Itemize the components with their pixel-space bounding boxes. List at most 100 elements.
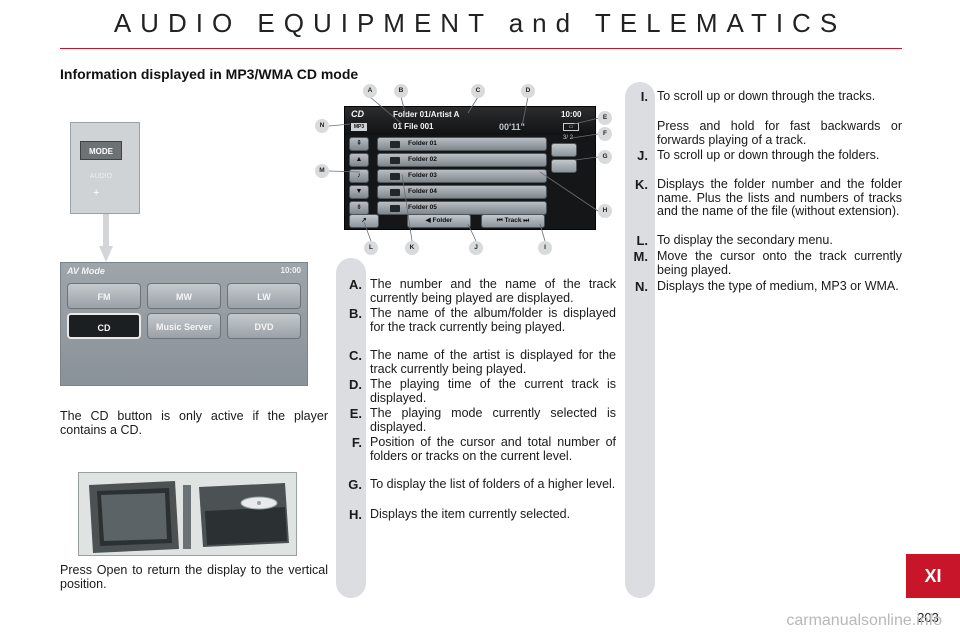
folder-icon bbox=[390, 157, 400, 164]
item-text: The playing time of the current track is… bbox=[370, 377, 616, 405]
diagram-folder-button: ◀ Folder bbox=[407, 214, 471, 228]
chapter-tab: XI bbox=[906, 554, 960, 598]
item-text: To display the secondary menu. bbox=[657, 233, 833, 247]
marker-l: L bbox=[364, 241, 378, 255]
item-key: J. bbox=[637, 148, 648, 163]
marker-n: N bbox=[315, 119, 329, 133]
diagram-position: 3/ 2 bbox=[563, 135, 574, 141]
item-text: The name of the artist is displayed for … bbox=[370, 348, 616, 376]
list-item: I. To scroll up or down through the track… bbox=[628, 89, 902, 104]
diagram-upper-level-icon bbox=[551, 143, 577, 157]
list-item: J.To scroll up or down through the folde… bbox=[628, 148, 902, 163]
av-dvd-button: DVD bbox=[227, 313, 301, 339]
item-key: E. bbox=[349, 406, 362, 421]
marker-a: A bbox=[363, 84, 377, 98]
open-caption: Press Open to return the display to the … bbox=[60, 563, 328, 591]
diagram-row: Folder 02 bbox=[377, 153, 547, 167]
head-unit-illustration bbox=[79, 473, 296, 555]
list-item: F. Position of the cursor and total numbe… bbox=[340, 435, 616, 463]
list-item: E. The playing mode currently selected is… bbox=[340, 406, 616, 434]
diagram-source-label: CD bbox=[351, 109, 364, 119]
marker-g: G bbox=[598, 150, 612, 164]
diagram-header-bar: CD MP3 Folder 01/Artist A 01 File 001 10… bbox=[345, 107, 595, 135]
diagram-row-label: Folder 03 bbox=[408, 172, 437, 179]
marker-e: E bbox=[598, 111, 612, 125]
page-title: AUDIO EQUIPMENT and TELEMATICS bbox=[113, 8, 847, 38]
list-item: N. Displays the type of medium, MP3 or WM… bbox=[628, 279, 902, 294]
av-cd-button: CD bbox=[67, 313, 141, 339]
head-unit-photo bbox=[78, 472, 297, 556]
marker-h: H bbox=[598, 204, 612, 218]
av-music-server-button: Music Server bbox=[147, 313, 221, 339]
item-key: M. bbox=[633, 249, 648, 264]
track-button-label: Track bbox=[504, 217, 522, 224]
folder-button-label: Folder bbox=[432, 217, 453, 224]
list-item: K.Displays the folder number and the fol… bbox=[628, 177, 902, 219]
plus-icon: + bbox=[93, 187, 100, 199]
marker-m: M bbox=[315, 164, 329, 178]
diagram-row: Folder 04 bbox=[377, 185, 547, 199]
left-list-bar bbox=[336, 258, 366, 598]
diagram-file-name: 01 File 001 bbox=[393, 122, 434, 131]
av-fm-button: FM bbox=[67, 283, 141, 309]
av-lw-button: LW bbox=[227, 283, 301, 309]
diagram-folder-up-icon: ⇞ bbox=[349, 137, 369, 151]
diagram-folder-down-icon: ⇟ bbox=[349, 201, 369, 215]
diagram-media-label: MP3 bbox=[351, 123, 367, 131]
item-text: The number and the name of the track cur… bbox=[370, 277, 616, 305]
item-key: I. bbox=[640, 89, 648, 104]
section-heading: Information displayed in MP3/WMA CD mode bbox=[60, 66, 359, 82]
diagram-row: Folder 03 bbox=[377, 169, 547, 183]
list-item: H.Displays the item currently selected. bbox=[340, 507, 616, 522]
right-list-bar bbox=[625, 82, 655, 598]
item-key: N. bbox=[635, 279, 648, 294]
item-text: Move the cursor onto the track currently… bbox=[657, 249, 902, 277]
list-item: C.The name of the artist is displayed fo… bbox=[340, 348, 616, 376]
diagram-mode-icon: ▭ bbox=[563, 123, 579, 131]
down-arrow-icon bbox=[99, 214, 113, 262]
item-text: The name of the album/folder is displaye… bbox=[370, 306, 616, 334]
mode-button: MODE bbox=[80, 141, 122, 160]
diagram-menu-icon: ↗ bbox=[349, 214, 379, 228]
av-mw-button: MW bbox=[147, 283, 221, 309]
track-back-icon: ⏮ bbox=[496, 217, 505, 224]
item-key: A. bbox=[349, 277, 362, 292]
item-text: To display the list of folders of a high… bbox=[370, 477, 616, 491]
folder-icon bbox=[390, 141, 400, 148]
audio-button: AUDIO bbox=[89, 173, 113, 180]
marker-c: C bbox=[471, 84, 485, 98]
item-text: To scroll up or down through the tracks. bbox=[657, 89, 876, 103]
cd-caption: The CD button is only active if the play… bbox=[60, 409, 328, 437]
av-mode-time: 10:00 bbox=[280, 266, 301, 275]
title-rule bbox=[60, 48, 902, 49]
item-key: L. bbox=[636, 233, 648, 248]
watermark: carmanualsonline.info bbox=[786, 612, 942, 629]
item-key bbox=[628, 120, 648, 147]
diagram-clock: 10:00 bbox=[561, 110, 582, 119]
folder-icon bbox=[390, 205, 400, 212]
item-text: The playing mode currently selected is d… bbox=[370, 406, 616, 434]
marker-b: B bbox=[394, 84, 408, 98]
folder-icon bbox=[390, 173, 400, 180]
marker-j: J bbox=[469, 241, 483, 255]
list-item: G.To display the list of folders of a hi… bbox=[340, 477, 616, 492]
marker-f: F bbox=[598, 127, 612, 141]
diagram-track-down-icon: ▼ bbox=[349, 185, 369, 199]
item-key: D. bbox=[349, 377, 362, 392]
item-text: Press and hold for fast backwards or for… bbox=[657, 119, 902, 147]
marker-i: I bbox=[538, 241, 552, 255]
item-text: Displays the type of medium, MP3 or WMA. bbox=[657, 279, 899, 293]
marker-d: D bbox=[521, 84, 535, 98]
track-forward-icon: ⏭ bbox=[521, 217, 530, 224]
diagram-folder-artist: Folder 01/Artist A bbox=[393, 110, 460, 119]
diagram-row-label: Folder 01 bbox=[408, 140, 437, 147]
item-key: K. bbox=[635, 177, 648, 192]
diagram-row: Folder 05 bbox=[377, 201, 547, 215]
folder-icon bbox=[390, 189, 400, 196]
list-item: A. The number and the name of the track c… bbox=[340, 277, 616, 305]
item-text: Position of the cursor and total number … bbox=[370, 435, 616, 463]
diagram-row-label: Folder 05 bbox=[408, 204, 437, 211]
list-item: M. Move the cursor onto the track current… bbox=[628, 249, 902, 277]
item-key: F. bbox=[351, 435, 362, 450]
item-key: H. bbox=[349, 507, 362, 522]
